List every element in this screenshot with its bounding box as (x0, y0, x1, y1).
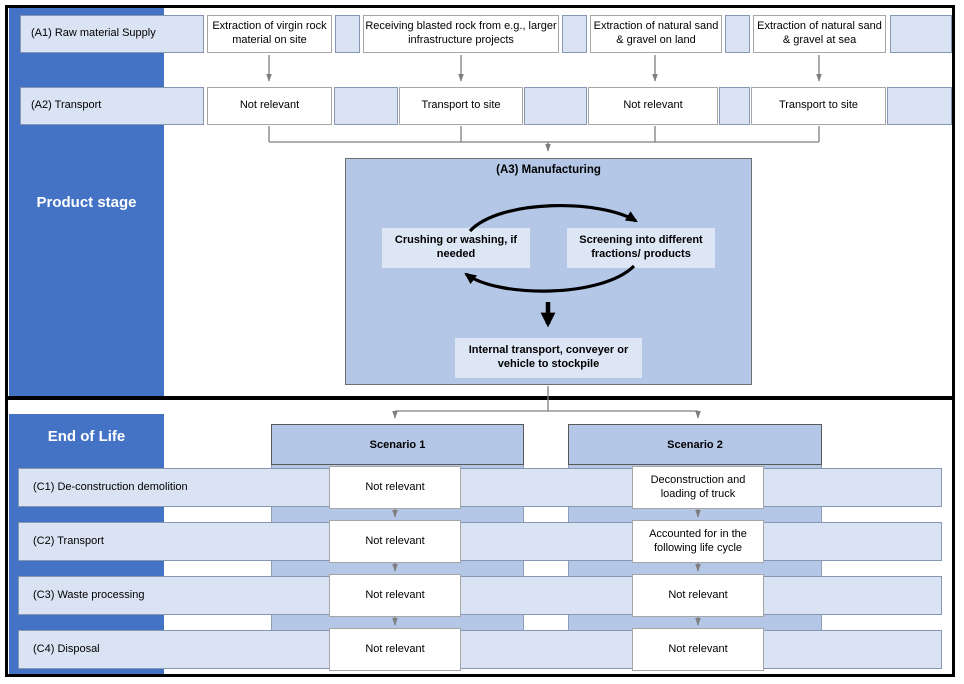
c1-scenario1-cell: Not relevant (329, 466, 461, 509)
row-c1-label: (C1) De-construction demolition (33, 481, 188, 494)
scenario1-header: Scenario 1 (271, 424, 524, 465)
end-of-life-title: End of Life (47, 428, 126, 445)
a1-cell-sand-land: Extraction of natural sand & gravel on l… (590, 15, 722, 53)
row-c4: (C4) Disposal (18, 630, 942, 669)
c2-scenario1-cell: Not relevant (329, 520, 461, 563)
c3-scenario1-cell: Not relevant (329, 574, 461, 617)
row-c2: (C2) Transport (18, 522, 942, 561)
row-a2-label: (A2) Transport (20, 87, 204, 125)
crushing-washing-box: Crushing or washing, if needed (382, 228, 530, 268)
scenario2-header: Scenario 2 (568, 424, 822, 465)
c4-scenario1-cell: Not relevant (329, 628, 461, 671)
row-c1: (C1) De-construction demolition (18, 468, 942, 507)
product-stage-title: Product stage (36, 193, 137, 211)
a1-cell-virgin-rock: Extraction of virgin rock material on si… (207, 15, 332, 53)
a1-spacer-3 (725, 15, 750, 53)
a3-manufacturing-title: (A3) Manufacturing (496, 164, 601, 176)
a2-cell-2: Transport to site (399, 87, 523, 125)
a1-spacer-2 (562, 15, 587, 53)
a1-spacer-4 (890, 15, 952, 53)
a2-cell-4: Transport to site (751, 87, 886, 125)
c2-scenario2-cell: Accounted for in the following life cycl… (632, 520, 764, 563)
c4-scenario2-cell: Not relevant (632, 628, 764, 671)
a2-cell-1: Not relevant (207, 87, 332, 125)
a2-cell-3: Not relevant (588, 87, 718, 125)
diagram-border (5, 5, 955, 677)
a2-spacer-1 (334, 87, 398, 125)
row-c3: (C3) Waste processing (18, 576, 942, 615)
c3-scenario2-cell: Not relevant (632, 574, 764, 617)
a2-spacer-4 (887, 87, 952, 125)
a1-spacer-1 (335, 15, 360, 53)
a1-cell-sand-sea: Extraction of natural sand & gravel at s… (753, 15, 886, 53)
internal-transport-box: Internal transport, conveyer or vehicle … (455, 338, 642, 378)
a2-spacer-2 (524, 87, 587, 125)
c1-scenario2-cell: Deconstruction and loading of truck (632, 466, 764, 509)
row-c3-label: (C3) Waste processing (33, 589, 145, 602)
a2-spacer-3 (719, 87, 750, 125)
row-c4-label: (C4) Disposal (33, 643, 100, 656)
screening-box: Screening into different fractions/ prod… (567, 228, 715, 268)
product-stage-band: Product stage (9, 8, 164, 396)
row-a1-label: (A1) Raw material Supply (20, 15, 204, 53)
row-c2-label: (C2) Transport (33, 535, 104, 548)
a1-cell-blasted-rock: Receiving blasted rock from e.g., larger… (363, 15, 559, 53)
